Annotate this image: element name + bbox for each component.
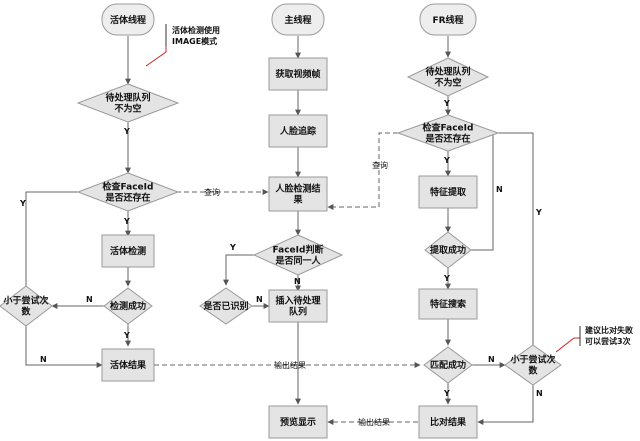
node-label: 小于尝试次 bbox=[2, 295, 48, 307]
node-fr-extract-ok: 提取成功 bbox=[424, 231, 472, 269]
node-label: 小于尝试次 bbox=[509, 354, 555, 366]
flow-nodes: 待处理队列不为空检查FaceId是否还存在活体检测检测成功小于尝试次数活体结果获… bbox=[0, 57, 562, 439]
lane-header-main: 主线程 bbox=[271, 3, 325, 36]
label-y-main-same: Y bbox=[229, 243, 236, 252]
node-label: 队列 bbox=[289, 306, 307, 318]
node-fr-match: 匹配成功 bbox=[423, 346, 473, 384]
node-label: 活体结果 bbox=[110, 359, 147, 371]
note-suggest: 建议比对失败 可以尝试3次 bbox=[555, 325, 633, 353]
node-main-recognized: 是否已识别 bbox=[199, 287, 253, 325]
node-label: 不为空 bbox=[114, 103, 141, 115]
svg-text:IMAGE模式: IMAGE模式 bbox=[172, 36, 217, 46]
node-main-track: 人脸追踪 bbox=[268, 114, 328, 148]
node-live-result: 活体结果 bbox=[101, 348, 155, 382]
node-label: 获取视频帧 bbox=[275, 68, 320, 80]
svg-text:活体检测使用: 活体检测使用 bbox=[172, 25, 220, 35]
label-y-live-retry: Y bbox=[19, 199, 26, 208]
node-label: 插入待处理 bbox=[275, 295, 320, 307]
label-query-live: 查询 bbox=[204, 187, 220, 197]
edge-fr-retry-to-check bbox=[493, 132, 534, 346]
node-label: 是否同一人 bbox=[274, 255, 321, 267]
svg-text:FR线程: FR线程 bbox=[432, 14, 463, 26]
node-fr-result: 比对结果 bbox=[418, 405, 478, 439]
label-output-live: 输出结果 bbox=[274, 360, 306, 370]
edges-solid bbox=[25, 36, 534, 425]
label-n-live-retry: N bbox=[40, 355, 47, 364]
label-y-fr-match: Y bbox=[443, 389, 450, 398]
label-y-fr-queue: Y bbox=[443, 99, 450, 108]
label-n-live-success: N bbox=[86, 295, 93, 304]
label-n-fr-ok: N bbox=[496, 185, 503, 194]
node-label: 人脸追踪 bbox=[279, 125, 316, 137]
edge-live-retry-to-check bbox=[25, 189, 105, 286]
node-main-capture: 获取视频帧 bbox=[268, 57, 328, 91]
label-y-fr-check: Y bbox=[443, 156, 450, 165]
node-label: 是否还存在 bbox=[424, 133, 470, 145]
label-y-fr-retry: Y bbox=[535, 208, 542, 217]
svg-text:活体线程: 活体线程 bbox=[110, 14, 146, 26]
lane-header-fr: FR线程 bbox=[419, 3, 477, 36]
edge-live-retry-to-result bbox=[25, 326, 103, 368]
edge-labels: 查询 查询 输出结果 输出结果 Y Y Y N Y N Y N N Y Y Y … bbox=[19, 99, 543, 427]
edges-dashed bbox=[152, 132, 422, 425]
node-label: 匹配成功 bbox=[430, 359, 466, 371]
label-n-main-recognized: N bbox=[256, 295, 263, 304]
node-label: 是否已识别 bbox=[202, 300, 248, 312]
node-label: 比对结果 bbox=[430, 416, 467, 428]
label-y-live-check: Y bbox=[123, 217, 130, 226]
node-label: 特征搜索 bbox=[430, 298, 466, 310]
node-live-success: 检测成功 bbox=[103, 287, 153, 325]
node-label: 预览显示 bbox=[280, 416, 316, 428]
label-n-fr-retry: N bbox=[536, 389, 543, 398]
label-y-live-success: Y bbox=[123, 331, 130, 340]
node-label: 待处理队列 bbox=[425, 66, 470, 78]
node-label: 数 bbox=[528, 365, 538, 377]
node-fr-search: 特征搜索 bbox=[418, 288, 478, 320]
node-label: 检查FaceId bbox=[423, 122, 474, 134]
node-label: 人脸检测结 bbox=[274, 183, 320, 195]
edge-fr-retry-to-result bbox=[477, 385, 534, 425]
label-n-main-same: N bbox=[294, 277, 301, 286]
node-label: 待处理队列 bbox=[105, 92, 150, 104]
node-live-detect: 活体检测 bbox=[101, 234, 155, 268]
node-label: FaceId判断 bbox=[273, 244, 324, 256]
edge-fr-check-query bbox=[327, 132, 422, 210]
node-label: 检查FaceId bbox=[103, 181, 154, 193]
label-n-fr-match: N bbox=[488, 355, 495, 364]
label-y-fr-ok: Y bbox=[443, 274, 450, 283]
node-label: 检测成功 bbox=[110, 300, 146, 312]
label-output-fr: 输出结果 bbox=[358, 417, 390, 427]
node-label: 提取成功 bbox=[430, 244, 466, 256]
node-label: 不为空 bbox=[434, 77, 461, 89]
note-image-mode: 活体检测使用 IMAGE模式 bbox=[145, 24, 220, 67]
node-label: 数 bbox=[21, 306, 31, 318]
lane-header-live: 活体线程 bbox=[101, 3, 155, 36]
node-label: 活体检测 bbox=[110, 245, 146, 257]
svg-text:建议比对失败: 建议比对失败 bbox=[584, 325, 633, 335]
node-main-preview: 预览显示 bbox=[268, 405, 328, 439]
label-y-live-queue: Y bbox=[123, 127, 130, 136]
node-label: 特征提取 bbox=[430, 186, 467, 198]
svg-text:可以尝试3次: 可以尝试3次 bbox=[585, 336, 631, 346]
label-query-fr: 查询 bbox=[372, 160, 388, 170]
node-label: 是否还存在 bbox=[104, 192, 150, 204]
node-label: 果 bbox=[292, 195, 303, 206]
node-fr-extract: 特征提取 bbox=[418, 175, 478, 209]
svg-text:主线程: 主线程 bbox=[284, 14, 311, 26]
